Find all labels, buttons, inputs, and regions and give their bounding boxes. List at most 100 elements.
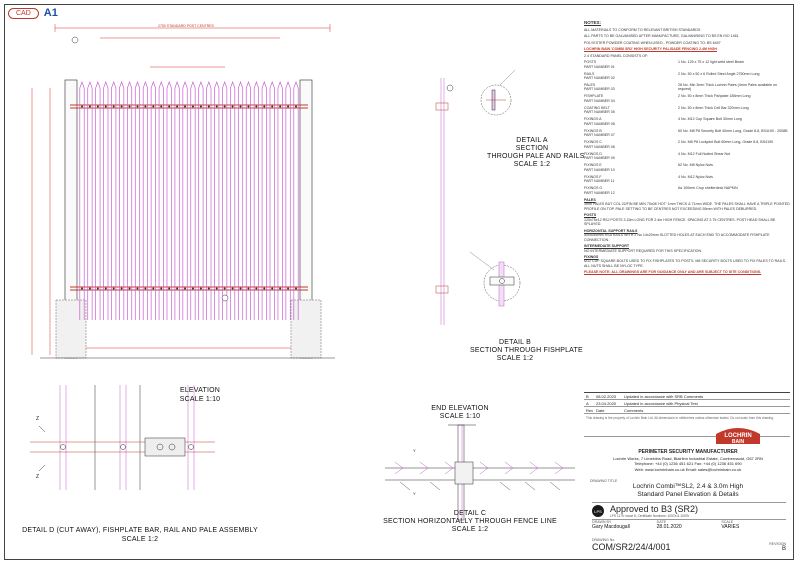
svg-text:Z: Z (36, 474, 39, 480)
pale-bolt (104, 287, 107, 290)
company-web: Web: www.lochrinbain.co.uk Email: sales@… (634, 466, 742, 472)
logo-bottom-text: BAIN (732, 439, 745, 445)
pale-bolt (247, 105, 250, 108)
detail-a-section (435, 69, 516, 325)
pale (190, 80, 196, 320)
pale (166, 80, 172, 320)
drawing-frame (4, 4, 794, 560)
logo-top-text: LOCHRIN (724, 433, 751, 439)
legal-notice: This drawing is the property of Lochrin … (584, 414, 790, 437)
detail-b-section (469, 251, 521, 307)
pale-bolt (168, 287, 171, 290)
pale (253, 80, 259, 320)
note-item: POLYESTER POWDER COATING WHEN USED - POW… (584, 40, 721, 45)
pale-bolt (271, 287, 274, 290)
detail-a-scale: SCALE 1:2 (513, 161, 551, 168)
pale-bolt (160, 287, 163, 290)
pale-bolt (144, 287, 147, 290)
pale (222, 80, 228, 320)
detail-b-title: DETAIL B (499, 339, 531, 346)
pale (79, 80, 85, 320)
pale-bolt (199, 105, 202, 108)
svg-text:Z: Z (36, 416, 39, 422)
detail-c-section: Y Y (385, 448, 575, 496)
pale-bolt (279, 287, 282, 290)
pale-bolt (207, 287, 210, 290)
company-address: Lochrin Works, 7 Limekilns Road, Blairli… (613, 455, 763, 461)
pale-bolt (112, 105, 115, 108)
cad-label[interactable]: CAD (8, 7, 39, 19)
pale (277, 80, 283, 320)
pale (285, 80, 291, 320)
note-item: ALL PARTS TO BE GALVANISED AFTER MANUFAC… (584, 34, 739, 39)
pale (245, 80, 251, 320)
svg-text:Y: Y (413, 448, 416, 453)
pale-bolt (191, 105, 194, 108)
pale-bolt (295, 105, 297, 108)
elevation-title: ELEVATION (179, 387, 221, 394)
pale-bolt (168, 105, 171, 108)
notes-panel: NOTES: ALL MATERIALS TO CONFORM TO RELEV… (584, 20, 790, 277)
pale-bolt (104, 105, 107, 108)
pale (134, 80, 141, 320)
post-footings (40, 299, 335, 359)
pale-bolt (144, 105, 147, 108)
pale-bolt (176, 287, 179, 290)
elevation-pales (79, 80, 299, 320)
spec-title: LOCHRIN BAIN 'COMBI SR2' HIGH SECURITY P… (584, 47, 717, 52)
pale-bolt (88, 105, 91, 108)
pale (237, 80, 244, 320)
drawing-date: 28.01.2020 (656, 524, 682, 530)
pale-bolt (207, 105, 210, 108)
pale-bolt (239, 287, 242, 290)
sheet-size: A1 (43, 7, 58, 19)
detail-d-title: DETAIL D (CUT AWAY), FISHPLATE BAR, RAIL… (22, 527, 258, 534)
pale-bolt (223, 287, 226, 290)
elevation-posts (64, 79, 313, 359)
company-name: PERIMETER SECURITY MANUFACTURER (638, 449, 738, 455)
revision-caption: REVISION (769, 542, 786, 546)
panel-title: 2.4 STANDARD PANEL CONSISTS OF: (584, 53, 649, 58)
detail-d-scale: SCALE 1:2 (121, 536, 159, 543)
drawing-title-block: DRAWING TITLE Lochrin Combi™SL2, 2.4 & 3… (590, 479, 786, 499)
company-logo: LOCHRIN BAIN (716, 428, 760, 445)
section-markers (71, 36, 454, 302)
pale-bolt (215, 105, 218, 108)
pale (230, 80, 236, 320)
pale-bolt (128, 105, 131, 108)
pale-bolt (271, 105, 274, 108)
pale (261, 80, 267, 320)
end-elevation-title: END ELEVATION (431, 405, 489, 412)
note-item: ALL MATERIALS TO CONFORM TO RELEVANT BRI… (584, 27, 701, 32)
pale (198, 80, 204, 320)
company-phone: Telephone: +44 (0) 1236 451 621 Fax: +44… (634, 461, 742, 467)
detail-c-subtitle: SECTION HORIZONTALLY THROUGH FENCE LINE (383, 518, 557, 525)
detail-b-subtitle: SECTION THROUGH FISHPLATE (470, 347, 583, 354)
svg-text:Y: Y (413, 491, 416, 496)
cad-badge: CAD A1 (8, 7, 58, 19)
pale-bolt (120, 287, 123, 290)
drawing-scale: VARIES (721, 524, 740, 530)
pale-bolt (247, 287, 250, 290)
lps-certification-icon: LPS (592, 505, 604, 517)
pale-bolt (120, 105, 123, 108)
pale (206, 80, 212, 320)
pale-bolt (279, 105, 282, 108)
